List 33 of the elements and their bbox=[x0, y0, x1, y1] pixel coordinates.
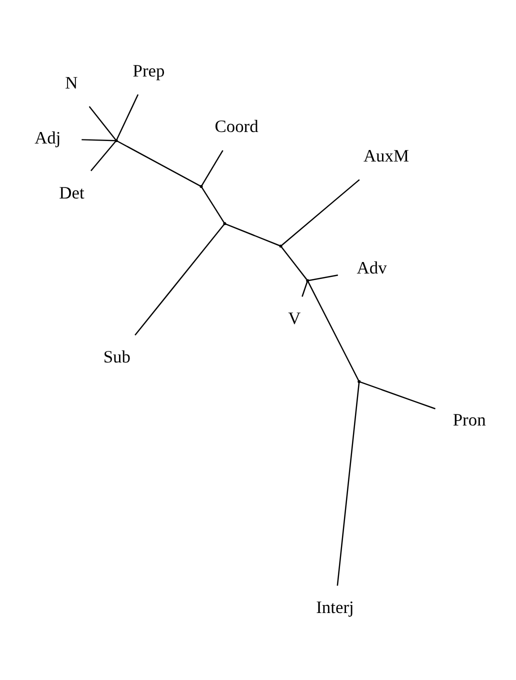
node-point bbox=[357, 380, 360, 384]
connector bbox=[336, 382, 360, 586]
connector bbox=[116, 94, 138, 140]
node-point bbox=[278, 244, 282, 248]
connector bbox=[200, 150, 223, 186]
connector bbox=[301, 281, 308, 297]
node-text: Prep bbox=[132, 60, 164, 80]
connector bbox=[281, 179, 360, 246]
node-text: Pron bbox=[452, 410, 486, 430]
connector bbox=[307, 282, 359, 381]
node-text: V bbox=[288, 308, 300, 328]
node-text: Interj bbox=[316, 596, 354, 617]
node-point bbox=[199, 184, 202, 188]
connector bbox=[88, 106, 116, 140]
node-text: Det bbox=[58, 182, 84, 202]
connector bbox=[200, 187, 224, 224]
connector bbox=[308, 274, 338, 282]
connector bbox=[280, 246, 307, 280]
node-text: AuxM bbox=[362, 146, 409, 166]
node-point bbox=[222, 222, 226, 226]
connector bbox=[224, 223, 280, 246]
node-text: Sub bbox=[102, 346, 130, 366]
node-point bbox=[306, 279, 309, 282]
connector bbox=[81, 139, 115, 142]
node-text: Adj bbox=[34, 127, 60, 148]
connector bbox=[134, 224, 224, 336]
node-text: N bbox=[64, 72, 78, 93]
connector bbox=[116, 140, 200, 187]
connector bbox=[360, 381, 435, 410]
node-text: Adv bbox=[356, 258, 386, 278]
node-point bbox=[114, 139, 118, 142]
node-text: Coord bbox=[214, 116, 258, 136]
connector bbox=[90, 141, 116, 172]
